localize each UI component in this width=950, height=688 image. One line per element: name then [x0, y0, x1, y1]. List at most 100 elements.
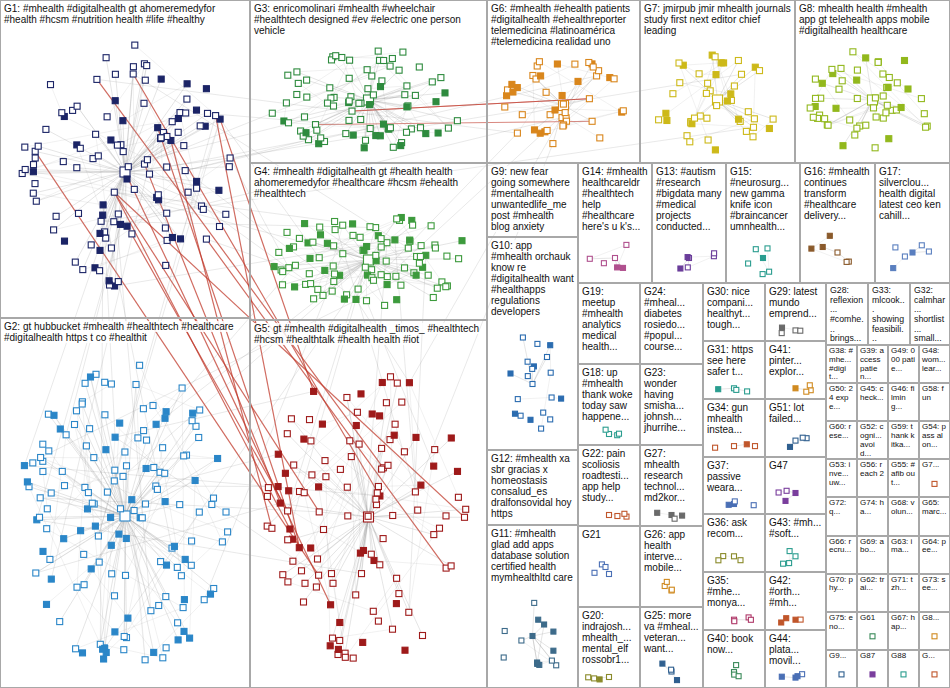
edge-line: [811, 249, 846, 262]
vertex-marker: [33, 198, 39, 204]
vertex-marker: [431, 532, 437, 538]
group-label: G32: calmhar... shortlist... small...: [914, 285, 945, 343]
vertex-marker: [669, 587, 674, 592]
vertex-marker: [697, 113, 703, 119]
edge-line: [832, 69, 922, 98]
vertex-marker: [379, 445, 385, 451]
vertex-marker: [133, 382, 139, 388]
edge-line: [133, 74, 201, 206]
vertex-marker: [779, 331, 784, 336]
edge-line: [330, 517, 368, 646]
vertex-marker: [205, 110, 211, 116]
edge-line: [187, 455, 218, 458]
edge-line: [278, 454, 383, 538]
vertex-marker: [286, 488, 292, 494]
vertex-marker: [918, 96, 924, 102]
vertex-marker: [713, 445, 718, 450]
vertex-marker: [364, 255, 374, 265]
vertex-marker: [621, 265, 626, 270]
vertex-marker: [854, 77, 860, 83]
edge-line: [64, 516, 125, 539]
group-label: G61: [860, 613, 875, 622]
edge-line: [56, 172, 125, 216]
edge-line: [125, 516, 177, 567]
vertex-marker: [81, 551, 87, 557]
vertex-marker: [519, 112, 525, 118]
group-box: G13: #autism #research #bigdata many #me…: [652, 163, 726, 283]
vertex-marker: [870, 672, 875, 677]
edge-line: [105, 243, 387, 649]
group-box: G...: [919, 650, 950, 688]
vertex-marker: [462, 514, 468, 520]
vertex-marker: [184, 81, 190, 87]
vertex-marker: [388, 374, 394, 380]
edge-line: [369, 465, 389, 517]
vertex-marker: [79, 401, 85, 407]
vertex-marker: [103, 447, 109, 453]
vertex-marker: [332, 227, 338, 233]
vertex-marker: [656, 117, 662, 123]
edge-line: [843, 100, 873, 146]
edge-line: [369, 86, 407, 100]
vertex-marker: [536, 617, 541, 622]
vertex-marker: [112, 71, 118, 77]
group-box: G35: #mhe... monya...: [703, 572, 765, 630]
vertex-marker: [880, 93, 886, 99]
vertex-marker: [139, 515, 145, 521]
group-box: G20: indrajosh... mhealth_... mental_elf…: [578, 607, 640, 688]
vertex-marker: [331, 103, 337, 109]
vertex-marker: [33, 570, 39, 576]
vertex-marker: [51, 412, 57, 418]
vertex-marker: [188, 562, 194, 568]
vertex-marker: [277, 500, 283, 506]
vertex-marker: [302, 580, 308, 586]
vertex-marker: [74, 103, 80, 109]
vertex-marker: [387, 63, 393, 69]
group-box: G23: wonder having smisha... johnsh... j…: [640, 364, 703, 445]
vertex-marker: [381, 58, 387, 64]
edge-line: [105, 172, 125, 232]
group-box: G3: enricomolinari #mhealth #wheelchair …: [250, 0, 487, 163]
edge-line: [154, 594, 211, 652]
vertex-marker: [664, 579, 669, 584]
edge-line: [322, 412, 357, 424]
vertex-marker: [603, 565, 608, 570]
group-box: G75: eno...: [826, 612, 857, 650]
vertex-marker: [349, 108, 355, 114]
vertex-marker: [724, 98, 730, 104]
edge-line: [289, 220, 400, 267]
vertex-marker: [767, 269, 772, 274]
edge-line: [125, 452, 145, 660]
vertex-marker: [302, 114, 308, 120]
group-label: G50: 24 expe...: [829, 384, 853, 411]
edge-line: [857, 70, 927, 126]
edge-line: [517, 92, 546, 133]
vertex-marker: [40, 441, 46, 447]
vertex-marker: [333, 53, 339, 59]
vertex-marker: [871, 105, 877, 111]
vertex-marker: [311, 296, 317, 302]
group-label: G9...: [829, 651, 846, 660]
vertex-marker: [315, 286, 321, 292]
edge-line: [523, 338, 533, 385]
vertex-marker: [153, 421, 159, 427]
vertex-marker: [182, 168, 188, 174]
inter-group-lines: [24, 64, 753, 649]
vertex-marker: [353, 423, 359, 429]
vertex-marker: [299, 568, 305, 574]
edge-line: [125, 172, 181, 239]
vertex-marker: [463, 506, 469, 512]
vertex-marker: [393, 273, 399, 279]
vertex-marker: [544, 128, 550, 134]
edge-line: [161, 138, 220, 227]
vertex-marker: [620, 108, 626, 114]
vertex-marker: [429, 79, 435, 85]
vertex-marker: [664, 118, 670, 124]
vertex-marker: [288, 416, 294, 422]
group-label: G65: marc...: [922, 498, 946, 516]
vertex-marker: [552, 107, 558, 113]
vertex-marker: [875, 59, 881, 65]
vertex-marker: [390, 144, 396, 150]
vertex-marker: [158, 76, 164, 82]
